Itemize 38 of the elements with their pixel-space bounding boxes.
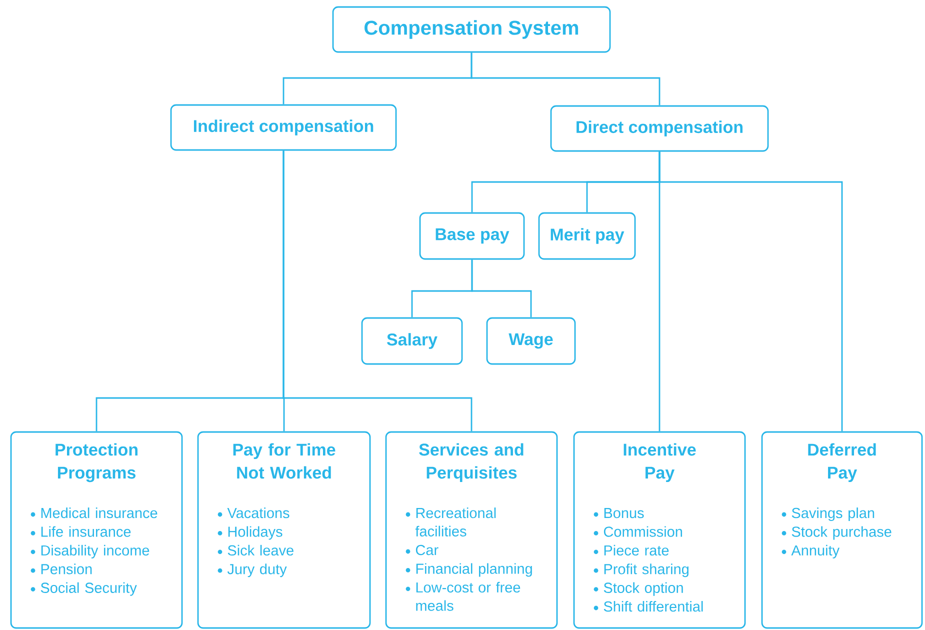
list-item: Disability income	[30, 544, 150, 558]
list-item: Social Security	[30, 582, 137, 596]
box-heading: Protection Programs	[56, 443, 138, 482]
label-box: Indirect compensation	[170, 104, 397, 151]
list-item: Car	[406, 544, 438, 556]
list-item: Recreational facilities	[406, 508, 496, 536]
label-box: Compensation System	[332, 6, 611, 53]
box-heading: Deferred Pay	[808, 443, 876, 482]
list-item: Bonus	[594, 508, 644, 518]
connector-line	[470, 52, 660, 106]
label-box: Merit pay	[538, 212, 636, 260]
list-item: Pension	[30, 564, 92, 574]
list-item: Stock purchase	[782, 526, 892, 540]
list-item: Holidays	[218, 526, 282, 540]
connector-line	[658, 152, 843, 432]
list-item: Stock option	[594, 582, 683, 596]
label-box: Salary	[361, 317, 463, 365]
label-box: Wage	[486, 317, 576, 365]
list-item: Annuity	[782, 544, 840, 558]
box-heading: Pay for Time Not Worked	[233, 443, 336, 479]
list-item: Savings plan	[782, 508, 874, 522]
label-box: Base pay	[419, 212, 525, 260]
list-item: Piece rate	[594, 544, 669, 556]
list-item: Profit sharing	[594, 564, 688, 578]
box-heading: Services and Perquisites	[419, 443, 524, 482]
list-item: Life insurance	[30, 526, 131, 537]
list-item: Financial planning	[406, 563, 532, 577]
list-item: Medical insurance	[30, 508, 158, 518]
list-item: Shift differential	[594, 601, 703, 612]
list-item: Sick leave	[218, 544, 294, 556]
list-item: Vacations	[218, 508, 290, 518]
connector-line	[471, 260, 532, 318]
list-item: Commission	[594, 526, 682, 537]
list-item: Low-cost or free meals	[406, 582, 520, 611]
list-item: Jury duty	[218, 564, 287, 578]
label-box: Direct compensation	[550, 105, 769, 152]
connector-line	[282, 150, 472, 432]
box-heading: Incentive Pay	[624, 443, 696, 482]
